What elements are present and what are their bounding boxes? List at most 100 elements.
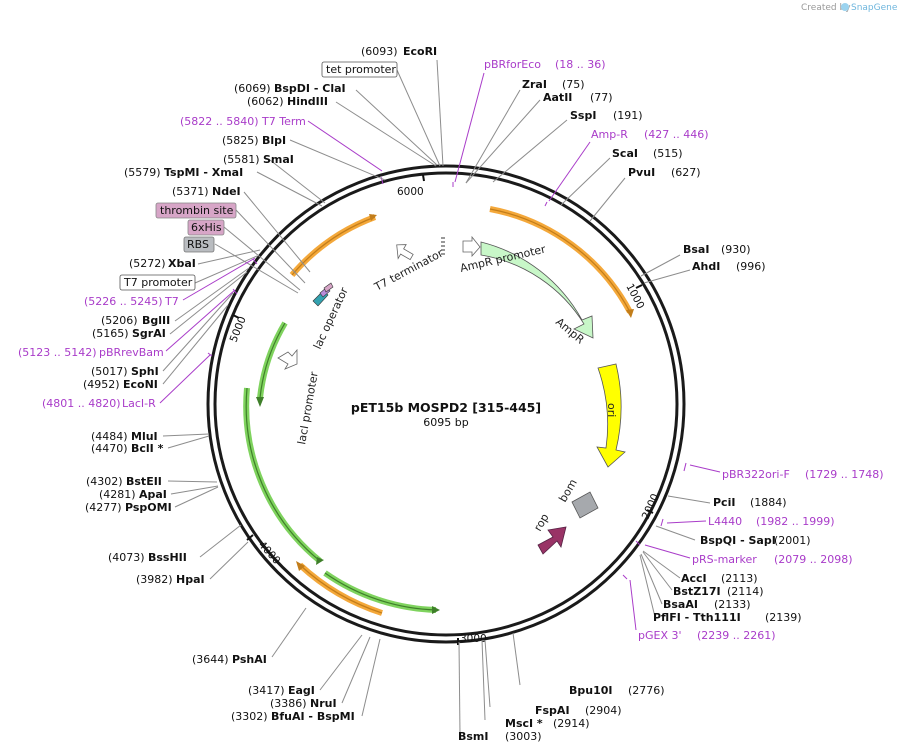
connector-pbr322ori-f bbox=[689, 464, 721, 473]
site-sspi[interactable]: SspI(191) bbox=[570, 109, 643, 122]
site-pshai[interactable]: (3644)PshAI bbox=[192, 653, 267, 666]
site-msci[interactable]: MscI *(2914) bbox=[505, 717, 590, 730]
site-name: PspOMI bbox=[125, 501, 172, 514]
site-aatii[interactable]: AatII(77) bbox=[543, 91, 613, 104]
site-bfuai-bspmi[interactable]: (3302)BfuAI - BspMI bbox=[231, 710, 355, 723]
site-bspqi-sapi[interactable]: BspQI - SapI(2001) bbox=[700, 534, 811, 547]
site-name: BspDI - ClaI bbox=[274, 82, 346, 95]
site-pspomi[interactable]: (4277)PspOMI bbox=[85, 501, 172, 514]
site-acci[interactable]: AccI(2113) bbox=[681, 572, 758, 585]
primer-name: pGEX 3' bbox=[638, 629, 682, 642]
site-ecori[interactable]: (6093)EcoRI bbox=[361, 45, 437, 58]
site-bsai[interactable]: BsaI(930) bbox=[683, 243, 751, 256]
site-name: PshAI bbox=[232, 653, 267, 666]
thrombin-site-box[interactable]: thrombin site bbox=[155, 202, 237, 219]
feature-ampr[interactable]: AmpR promoter AmpR bbox=[459, 235, 594, 347]
primer-mark-pbrrevbam bbox=[232, 288, 238, 295]
site-bpu10i[interactable]: Bpu10I(2776) bbox=[569, 684, 665, 697]
site-name: BsaAI bbox=[663, 598, 698, 611]
snapgene-credit[interactable]: Created by SnapGene bbox=[801, 3, 898, 13]
ampr-arrow-icon bbox=[480, 241, 594, 339]
site-position: (2114) bbox=[727, 585, 764, 598]
orf-laci-upper bbox=[297, 562, 383, 616]
site-ahdi[interactable]: AhdI(996) bbox=[692, 260, 766, 273]
laci-segment-2-line bbox=[245, 387, 321, 562]
site-bspdi-clai[interactable]: (6069)BspDI - ClaI bbox=[234, 82, 346, 95]
rbs-box[interactable]: RBS bbox=[183, 236, 215, 253]
primer-mark-pbr322ori-f bbox=[683, 462, 687, 472]
site-fspai[interactable]: FspAI(2904) bbox=[535, 704, 622, 717]
primer-prs-marker[interactable]: pRS-marker(2079 .. 2098) bbox=[692, 553, 853, 566]
site-position: (3302) bbox=[231, 710, 268, 723]
site-name: SphI bbox=[131, 365, 159, 378]
site-eagi[interactable]: (3417)EagI bbox=[248, 684, 315, 697]
primer-t7[interactable]: (5226 .. 5245)T7 bbox=[84, 295, 179, 308]
credit-prefix: Created by bbox=[801, 3, 851, 13]
site-ndei[interactable]: (5371)NdeI bbox=[172, 185, 241, 198]
connector-scai bbox=[560, 157, 611, 206]
laci-segment-1-line bbox=[259, 322, 286, 399]
primer-pbr322ori-f[interactable]: pBR322ori-F(1729 .. 1748) bbox=[722, 468, 884, 481]
feature-lac-operator[interactable]: lac operator bbox=[311, 282, 351, 351]
site-bglii[interactable]: (5206)BglII bbox=[101, 314, 170, 327]
primer-connectors bbox=[159, 72, 721, 631]
feature-rop[interactable]: rop bbox=[531, 511, 567, 555]
primer-t7term[interactable]: (5822 .. 5840)T7 Term bbox=[180, 115, 306, 128]
site-name: BstZ17I bbox=[673, 585, 721, 598]
site-pcii[interactable]: PciI(1884) bbox=[713, 496, 787, 509]
site-bsshii[interactable]: (4073)BssHII bbox=[108, 551, 187, 564]
site-position: (2001) bbox=[774, 534, 811, 547]
tick-label-2000: 2000 bbox=[640, 492, 662, 521]
site-apai[interactable]: (4281)ApaI bbox=[99, 488, 167, 501]
feature-laci-promoter[interactable]: lacI promoter bbox=[277, 348, 321, 446]
feature-laci[interactable] bbox=[243, 321, 440, 614]
site-name: BfuAI - BspMI bbox=[271, 710, 355, 723]
site-bsaai[interactable]: BsaAI(2133) bbox=[663, 598, 751, 611]
site-bsmi[interactable]: BsmI(3003) bbox=[458, 730, 542, 743]
site-blpi[interactable]: (5825)BlpI bbox=[222, 134, 286, 147]
site-zrai[interactable]: ZraI(75) bbox=[522, 78, 585, 91]
primer-mark-prs-marker bbox=[635, 540, 641, 546]
site-nrui[interactable]: (3386)NruI bbox=[270, 697, 337, 710]
site-bstz17i[interactable]: BstZ17I (2114) bbox=[673, 585, 764, 598]
orf-ampr-line bbox=[489, 208, 631, 313]
site-hpai[interactable]: (3982)HpaI bbox=[136, 573, 205, 586]
site-name: BsaI bbox=[683, 243, 709, 256]
primer-laci-r[interactable]: (4801 .. 4820)LacI-R bbox=[42, 397, 156, 410]
site-name: SspI bbox=[570, 109, 596, 122]
primer-pbrforeco[interactable]: pBRforEco(18 .. 36) bbox=[484, 58, 606, 71]
feature-ori[interactable]: ori bbox=[596, 363, 626, 468]
site-name: ScaI bbox=[612, 147, 638, 160]
site-smai[interactable]: (5581)SmaI bbox=[223, 153, 294, 166]
site-pvui[interactable]: PvuI(627) bbox=[628, 166, 701, 179]
site-hindiii[interactable]: (6062)HindIII bbox=[247, 95, 328, 108]
primer-mark-t7 bbox=[252, 258, 258, 265]
site-econi[interactable]: (4952)EcoNI bbox=[83, 378, 158, 391]
primer-pbrrevbam[interactable]: (5123 .. 5142)pBRrevBam bbox=[18, 346, 164, 359]
site-sphi[interactable]: (5017)SphI bbox=[91, 365, 159, 378]
primer-pgex3[interactable]: pGEX 3'(2239 .. 2261) bbox=[638, 629, 776, 642]
6xhis-box[interactable]: 6xHis bbox=[187, 219, 225, 236]
site-position: (5165) bbox=[92, 327, 129, 340]
connector-pgex3 bbox=[629, 579, 637, 631]
site-scai[interactable]: ScaI(515) bbox=[612, 147, 683, 160]
primer-l4440[interactable]: L4440(1982 .. 1999) bbox=[708, 515, 835, 528]
orf-mospd2 bbox=[289, 214, 377, 277]
connector-bsmi bbox=[458, 641, 461, 736]
connector-t7-promoter bbox=[194, 255, 258, 284]
site-xbai[interactable]: (5272)XbaI bbox=[129, 257, 196, 270]
feature-t7-terminator[interactable]: T7 terminator bbox=[371, 237, 446, 294]
site-pflfi-tth111i[interactable]: PflFI - Tth111I(2139) bbox=[653, 611, 802, 624]
feature-bom[interactable]: bom bbox=[556, 477, 599, 519]
site-sgrai[interactable]: (5165)SgrAI bbox=[92, 327, 166, 340]
primer-amp-r[interactable]: Amp-R(427 .. 446) bbox=[591, 128, 709, 141]
site-name: FspAI bbox=[535, 704, 570, 717]
site-tspmi-xmai[interactable]: (5579)TspMI - XmaI bbox=[124, 166, 243, 179]
site-bcli[interactable]: (4470)BclI * bbox=[91, 442, 164, 455]
site-mlui[interactable]: (4484)MluI bbox=[91, 430, 158, 443]
connector-zrai bbox=[465, 89, 521, 184]
tet-promoter-box[interactable]: tet promoter bbox=[321, 61, 398, 78]
t7-promoter-box[interactable]: T7 promoter bbox=[119, 274, 196, 291]
site-bsteii[interactable]: (4302)BstEII bbox=[86, 475, 162, 488]
